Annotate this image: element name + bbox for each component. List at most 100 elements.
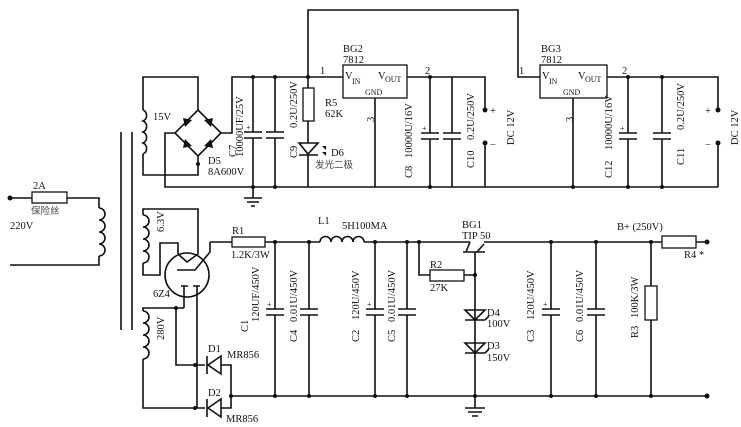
c1-value-label: 120UF/450V (251, 266, 262, 322)
bridge-ref: D5 (208, 156, 221, 167)
bg3-part-label: 7812 (541, 55, 562, 66)
r2-value-label: 27K (430, 283, 449, 294)
windings-w280-label: 280V (156, 316, 167, 340)
winding-15v (141, 109, 148, 155)
bg2-ref-label: BG2 (343, 44, 363, 55)
primary-circuit: 2A 保险丝 220V (7, 132, 133, 330)
capacitor-c7: + 10000UF/25V C7 (228, 77, 262, 187)
output-terminal-1[interactable]: +− DC 12V (482, 106, 518, 151)
svg-text:+: + (620, 124, 625, 133)
svg-text:+: + (422, 124, 427, 133)
c4-ref-label: C4 (289, 329, 300, 342)
c2-ref-label: C2 (351, 330, 362, 342)
l1-value-label: 5H100MA (342, 221, 388, 232)
svg-text:+: + (543, 300, 548, 309)
c3-ref-label: C3 (526, 330, 537, 342)
l1-ref-label: L1 (318, 216, 330, 227)
led-d6: D6 发光二极 (297, 142, 354, 187)
ground-terminal[interactable] (704, 393, 710, 399)
d4-value-label: 100V (487, 319, 511, 330)
bg2-vout-label: V (378, 71, 386, 82)
bg3-vout_sub-label: OUT (585, 75, 602, 84)
capacitor-c6: 0.01U/450V C6 (575, 240, 605, 398)
c12-ref-label: C12 (604, 160, 615, 178)
bridge-rectifier (173, 108, 223, 166)
bg2-part-label: 7812 (343, 55, 364, 66)
bg2-pin3-label: 3 (366, 117, 377, 122)
r1-ref-label: R1 (232, 226, 244, 237)
c6-ref-label: C6 (575, 330, 586, 342)
svg-text:+: + (246, 123, 251, 132)
svg-text:+: + (367, 300, 372, 309)
ground-icon (244, 187, 262, 207)
bg3-vin_sub-label: IN (549, 77, 558, 86)
svg-text:+: + (267, 300, 272, 309)
bg3-vin-label: V (542, 71, 550, 82)
bridge-value: 8A600V (208, 167, 245, 178)
bg2-vin-label: V (345, 71, 353, 82)
r1-value-label: 1.2K/3W (231, 250, 270, 261)
winding-280v (142, 310, 150, 360)
transformer-core (120, 132, 133, 330)
out2-minus-label: − (705, 140, 711, 151)
d3-value-label: 150V (487, 353, 511, 364)
r3-value-label: 100K/3W (630, 277, 641, 319)
out2-label-label: DC 12V (730, 109, 741, 145)
bg2-vin_sub-label: IN (352, 77, 361, 86)
d1-ref-label: D1 (208, 344, 221, 355)
r4-ref-label: R4 * (684, 250, 704, 261)
bg3-vout-label: V (578, 71, 586, 82)
fuse (31, 191, 68, 204)
d4-ref-label: D4 (487, 308, 501, 319)
bg3-pin2-label: 2 (622, 66, 627, 77)
c7-ref: C7 (228, 145, 239, 157)
capacitor-c8: + 10000U/16V C8 (404, 75, 439, 189)
capacitor-c9: 0.2U/250V C9 (266, 75, 300, 189)
c11-value-label: 0.2U/250V (676, 83, 687, 130)
c11-ref-label: C11 (676, 148, 687, 165)
bg2-pin1-label: 1 (320, 66, 325, 77)
tube-label: 6Z4 (153, 289, 171, 300)
bplus-terminal[interactable] (704, 239, 710, 245)
winding-6v3 (142, 214, 150, 264)
bg3-gnd-label: GND (563, 88, 581, 97)
c8-ref-label: C8 (404, 166, 415, 178)
fuse-rating: 2A (33, 181, 46, 192)
out1-label-label: DC 12V (506, 109, 517, 145)
capacitor-c4: 0.01U/450V C4 (289, 240, 318, 398)
output-terminal-2[interactable]: + − DC 12V (705, 106, 741, 151)
capacitor-c3: + 120U/450V C3 (526, 240, 560, 398)
rectifier-tube (164, 242, 211, 408)
d2-value-label: MR856 (226, 414, 258, 425)
c5-ref-label: C5 (387, 330, 398, 342)
fuse-name: 保险丝 (31, 205, 60, 217)
c12-value-label: 10000U/16V (604, 95, 615, 150)
d6-value: 发光二极 (315, 159, 354, 171)
c4-value-label: 0.01U/450V (289, 269, 300, 322)
bg2-vout_sub-label: OUT (385, 75, 402, 84)
out2-plus-label: + (705, 106, 711, 117)
capacitor-c12: + 10000U/16V C12 (604, 75, 637, 189)
windings-w63-label: 6.3V (156, 211, 167, 232)
capacitor-c2: + 120U/450V C2 (351, 240, 384, 398)
c6-value-label: 0.01U/450V (575, 269, 586, 322)
resistor-r1: R1 1.2K/3W (210, 226, 320, 261)
bg3-pin1-label: 1 (519, 66, 524, 77)
mains-voltage: 220V (10, 221, 34, 232)
c10-ref-label: C10 (466, 150, 477, 168)
capacitor-c1: + 120UF/450V C1 (240, 240, 284, 398)
out1-plus-label: + (490, 106, 496, 117)
c2-value-label: 120U/450V (351, 270, 362, 320)
r5-value: 62K (325, 109, 344, 120)
r5-ref: R5 (325, 98, 337, 109)
c3-value-label: 120U/450V (526, 270, 537, 320)
